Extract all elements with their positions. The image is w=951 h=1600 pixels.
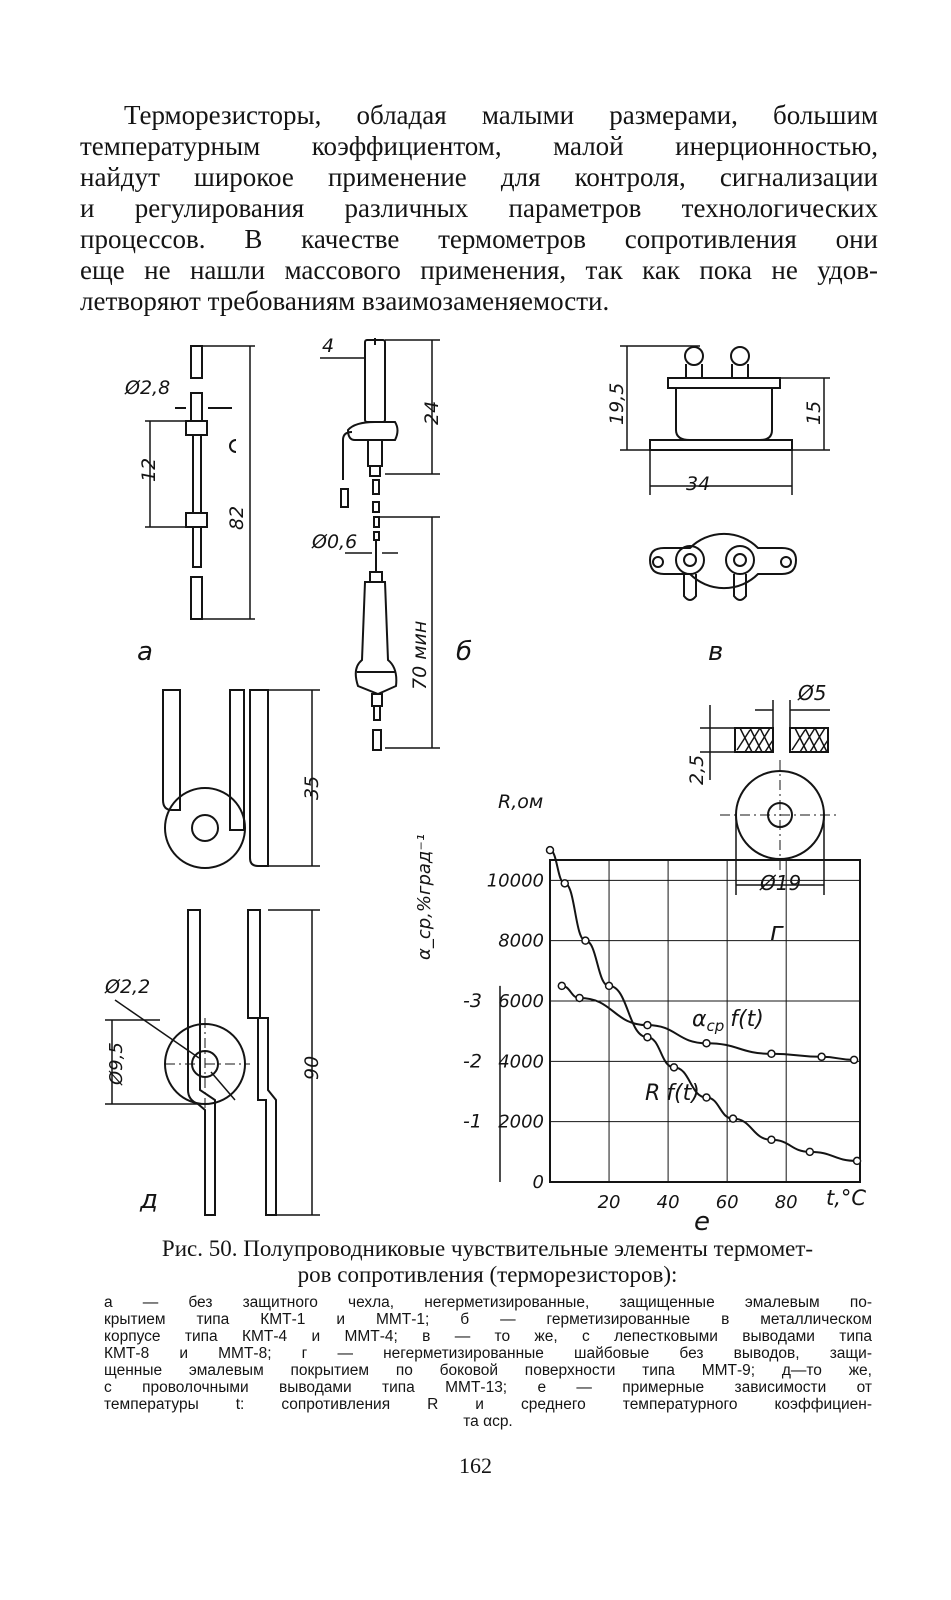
figure-letter-b: б <box>456 637 472 667</box>
y-axis-label-alpha: α_cp,%град⁻¹ <box>414 834 435 960</box>
y-axis-label-r: R,ом <box>498 791 543 813</box>
dim-label: 12 <box>138 458 160 482</box>
data-point <box>702 1093 711 1102</box>
dim-label: Ø5 <box>797 681 826 705</box>
dim-label: Ø19 <box>759 871 801 895</box>
page-number: 162 <box>459 1453 492 1478</box>
dim-label: 19,5 <box>606 383 628 425</box>
data-point <box>604 981 614 991</box>
legend-line: КМТ-8 и ММТ-8; г — негерметизированные ш… <box>104 1345 872 1362</box>
thermistor-g-drawing <box>700 700 840 895</box>
data-point <box>849 1055 859 1065</box>
dim-label: 90 <box>301 1056 323 1080</box>
thermistor-b-drawing <box>320 338 440 751</box>
body-paragraph: Терморезисторы, обладая малыми размерами… <box>80 100 878 317</box>
thermistor-a-drawing <box>145 345 255 620</box>
x-tick-label: 60 <box>716 1192 739 1213</box>
data-point <box>669 1063 679 1072</box>
alpha-tick-label: -1 <box>463 1111 482 1133</box>
alpha-tick-label: -3 <box>463 990 482 1012</box>
figure-letter-g: г <box>770 917 784 947</box>
figure-caption: Рис. 50. Полупроводниковые чувствительны… <box>100 1236 875 1288</box>
data-point <box>575 993 584 1003</box>
dim-label: Ø9,5 <box>106 1042 127 1086</box>
y-tick-label: 0 <box>533 1172 544 1193</box>
dim-label: 35 <box>301 776 323 800</box>
paragraph-line: процессов. В качестве термометров сопрот… <box>80 224 878 254</box>
data-point <box>643 1032 652 1042</box>
x-tick-label: 20 <box>598 1192 621 1213</box>
y-ticks: 0 2000 4000 6000 8000 10000 <box>487 870 544 1193</box>
x-tick-label: 80 <box>775 1192 798 1213</box>
data-point <box>852 1156 862 1166</box>
paragraph-line: летворяют требованиям взаимозаменяемости… <box>80 286 610 316</box>
dim-label: Ø2,8 <box>124 377 170 399</box>
data-point <box>728 1114 738 1123</box>
legend-line: щенные эмалевым покрытием по боковой пов… <box>104 1362 872 1379</box>
legend-line: крытием типа КМТ-1 и ММТ-1; б — герметиз… <box>104 1311 872 1328</box>
legend-line: с проволочными выводами типа ММТ-13; е —… <box>104 1379 872 1396</box>
data-point <box>767 1049 776 1059</box>
caption-line: ров сопротивления (терморезисторов): <box>297 1262 678 1287</box>
data-point <box>557 981 567 991</box>
figure-50: Ø2,8 12 82 а 4 24 Ø0,6 70 мин б 19,5 15 … <box>104 335 866 1237</box>
dim-label: 24 <box>421 401 443 425</box>
data-point <box>545 845 555 855</box>
figure-legend: а — без защитного чехла, негерметизирова… <box>104 1294 872 1430</box>
dim-label: 82 <box>226 506 248 530</box>
data-point <box>643 1020 652 1030</box>
y-tick-label: 10000 <box>487 870 544 891</box>
thermistor-v-drawing <box>620 345 830 601</box>
alpha-ticks: -1 -2 -3 <box>463 985 501 1182</box>
data-point <box>817 1052 826 1062</box>
figure-letter-e: е <box>694 1207 710 1237</box>
chart-grid <box>550 860 860 1182</box>
y-tick-label: 4000 <box>498 1051 544 1072</box>
dim-label: 4 <box>322 335 334 357</box>
y-tick-label: 2000 <box>498 1112 544 1133</box>
dim-label: 70 мин <box>409 621 431 690</box>
legend-line: а — без защитного чехла, негерметизирова… <box>104 1294 872 1311</box>
legend-line: корпусе типа КМТ-4 и ММТ-4; в — то же, с… <box>104 1328 872 1345</box>
paragraph-line: и регулирования различных параметров тех… <box>80 193 878 223</box>
paragraph-line: температурным коэффициентом, малой инерц… <box>80 131 878 161</box>
figure-letter-a: а <box>137 637 153 667</box>
dim-label: 34 <box>686 473 710 495</box>
dim-label: 2,5 <box>686 755 708 785</box>
series-layer <box>545 845 862 1166</box>
thermistor-d-drawing <box>105 689 320 1216</box>
dim-label: Ø2,2 <box>104 976 150 998</box>
legend-line: та αср. <box>463 1413 513 1430</box>
x-axis-label: t,°C <box>826 1186 866 1210</box>
data-point <box>581 936 590 945</box>
figure-letter-d: д <box>139 1185 158 1215</box>
y-tick-label: 6000 <box>498 991 544 1012</box>
paragraph-line: найдут широкое применение для контроля, … <box>80 162 878 192</box>
dim-label: Ø0,6 <box>311 531 357 553</box>
plot-frame <box>549 859 861 1183</box>
x-ticks: 20 40 60 80 <box>598 1192 798 1213</box>
data-point <box>560 879 570 888</box>
data-point <box>702 1038 711 1048</box>
caption-line: Рис. 50. Полупроводниковые чувствительны… <box>161 1236 814 1261</box>
alpha-tick-label: -2 <box>463 1050 482 1072</box>
figure-letter-v: в <box>708 637 723 667</box>
y-tick-label: 8000 <box>498 931 544 952</box>
legend-line: температуры t: сопротивления R и среднег… <box>104 1396 872 1413</box>
data-point <box>805 1147 815 1157</box>
paragraph-line: Терморезисторы, обладая малыми размерами… <box>124 100 878 130</box>
series-line-r <box>549 849 858 1162</box>
chart-e: 0 2000 4000 6000 8000 10000 20 40 60 80 -1 -2 -3 R… <box>414 791 866 1237</box>
data-point <box>767 1135 776 1145</box>
paragraph-line: еще не нашли массового применения, так к… <box>80 255 878 285</box>
dim-label: 15 <box>803 401 825 425</box>
x-tick-label: 40 <box>657 1192 680 1213</box>
